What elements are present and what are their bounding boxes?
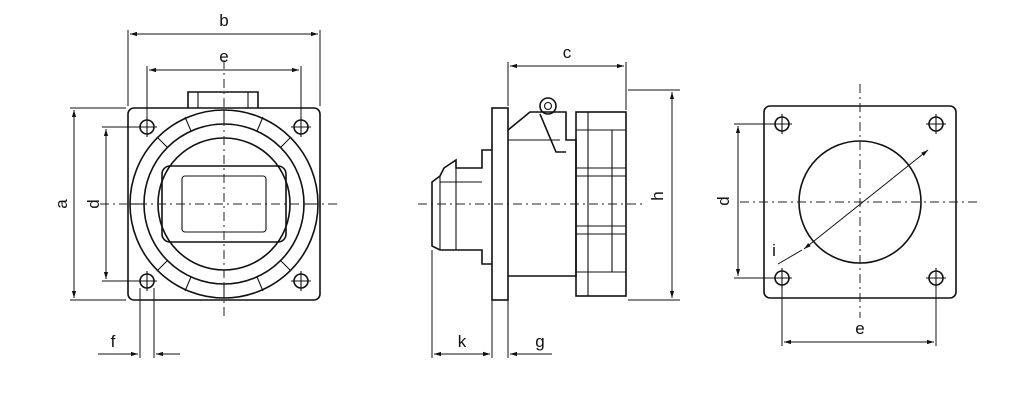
dimension-k: k bbox=[431, 250, 493, 358]
dimension-b: b bbox=[127, 11, 321, 106]
dimension-g: g bbox=[470, 300, 552, 358]
label-d-cutout: d bbox=[714, 196, 733, 205]
cap-ribs bbox=[576, 112, 626, 296]
label-k: k bbox=[458, 332, 467, 351]
label-d-front: d bbox=[84, 199, 103, 208]
label-e-front: e bbox=[219, 47, 228, 66]
label-b: b bbox=[219, 11, 228, 30]
side-housing bbox=[507, 111, 577, 277]
dimension-f: f bbox=[98, 288, 180, 358]
dimension-d-cutout: d bbox=[714, 123, 774, 279]
dimension-a: a bbox=[52, 107, 126, 301]
latch-tab bbox=[187, 91, 259, 108]
side-view: c h k g bbox=[418, 43, 680, 358]
dimension-i: i bbox=[772, 149, 929, 265]
label-h: h bbox=[648, 191, 667, 200]
hinge-pin bbox=[539, 97, 557, 115]
mounting-holes bbox=[137, 117, 311, 291]
label-f: f bbox=[111, 332, 116, 351]
dimension-c: c bbox=[507, 43, 627, 110]
dimension-d-front: d bbox=[84, 126, 138, 282]
hinge-pin-core bbox=[543, 101, 553, 111]
label-g: g bbox=[535, 332, 544, 351]
dimension-h: h bbox=[628, 89, 680, 301]
cutout-holes bbox=[772, 114, 946, 288]
cutout-view: i d e bbox=[714, 84, 978, 346]
label-c: c bbox=[563, 43, 572, 62]
dimension-e: e bbox=[146, 47, 302, 118]
label-e-cutout: e bbox=[855, 319, 864, 338]
label-a: a bbox=[52, 199, 71, 209]
hinge-arm bbox=[539, 113, 566, 153]
rear-plug-body bbox=[431, 149, 492, 265]
dimension-e-cutout: e bbox=[781, 288, 937, 346]
front-view: b e a d f bbox=[52, 11, 338, 358]
label-i: i bbox=[772, 241, 776, 260]
